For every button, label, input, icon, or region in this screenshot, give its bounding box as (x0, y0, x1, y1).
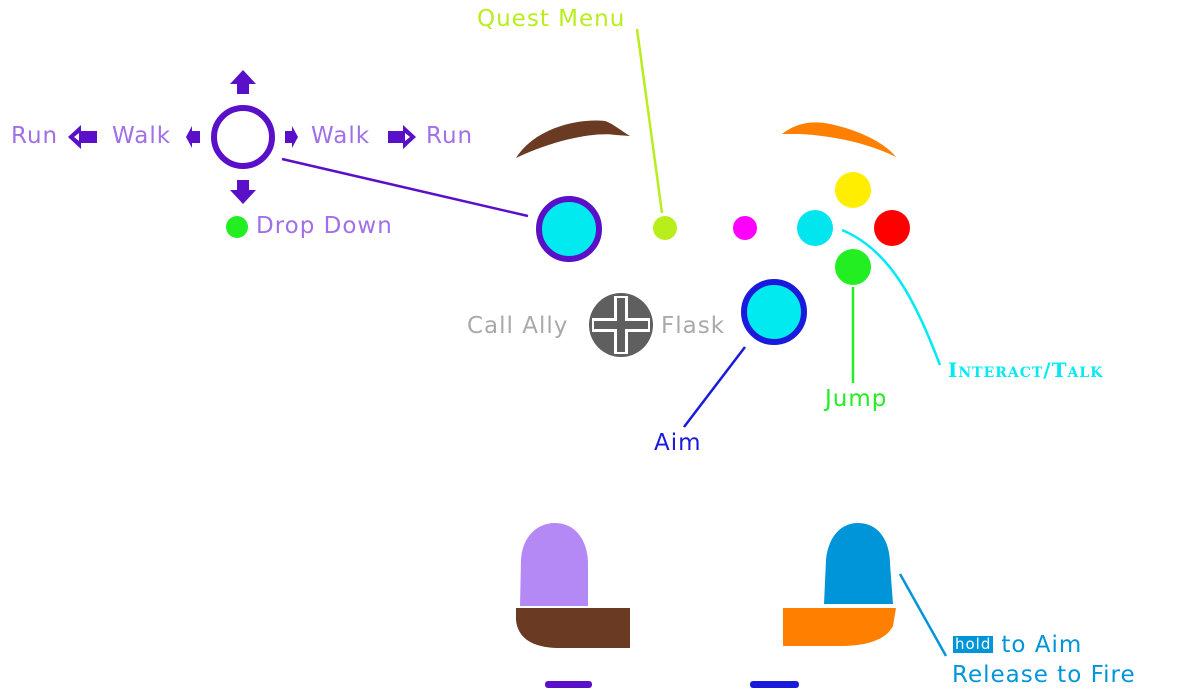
hold-tag: hold (953, 635, 994, 653)
face-button-right (874, 210, 910, 246)
run-left-label: Run (11, 123, 59, 149)
jump-label: Jump (825, 386, 888, 412)
left-stick (536, 196, 602, 262)
quest-menu-label: Quest Menu (477, 6, 626, 32)
walk-left-label: Walk (112, 123, 172, 149)
select-button (733, 216, 757, 240)
run-right-arrow-icon (388, 125, 416, 149)
aim-leader-line (683, 346, 746, 428)
trigger-leader-line (898, 573, 948, 657)
left-grip (545, 681, 592, 688)
run-left-arrow-icon (68, 125, 97, 149)
quest-button (653, 216, 677, 240)
left-bumper (516, 120, 630, 158)
interact-leader-line (841, 228, 942, 366)
run-right-label: Run (426, 123, 474, 149)
movement-circle (211, 105, 275, 169)
drop-down-label: Drop Down (256, 213, 393, 239)
hold-to-aim-text: to Aim (1001, 632, 1083, 658)
left-trigger (520, 523, 588, 606)
right-stick (741, 279, 807, 345)
flask-label: Flask (661, 313, 726, 339)
walk-right-label: Walk (311, 123, 371, 149)
aim-label: Aim (654, 430, 702, 456)
face-button-top (835, 172, 871, 208)
interact-talk-label: Interact/Talk (948, 358, 1104, 382)
left-trigger-bumper (516, 608, 630, 648)
call-ally-label: Call Ally (467, 313, 569, 339)
movement-leader-line (281, 157, 529, 218)
walk-right-arrow-icon (285, 126, 298, 148)
up-arrow-icon (230, 70, 256, 94)
drop-down-dot (226, 216, 248, 238)
quest-leader-line (635, 28, 664, 214)
hold-to-aim-label: hold to Aim (953, 634, 1082, 657)
right-trigger-bumper (783, 608, 896, 646)
face-button-left (797, 210, 833, 246)
right-bumper (782, 122, 896, 157)
down-arrow-icon (230, 180, 256, 204)
face-button-bottom (835, 249, 871, 285)
walk-left-arrow-icon (186, 126, 200, 148)
right-grip (750, 681, 799, 688)
dpad-icon (589, 293, 653, 357)
release-to-fire-label: Release to Fire (952, 662, 1136, 688)
right-trigger (824, 523, 893, 604)
